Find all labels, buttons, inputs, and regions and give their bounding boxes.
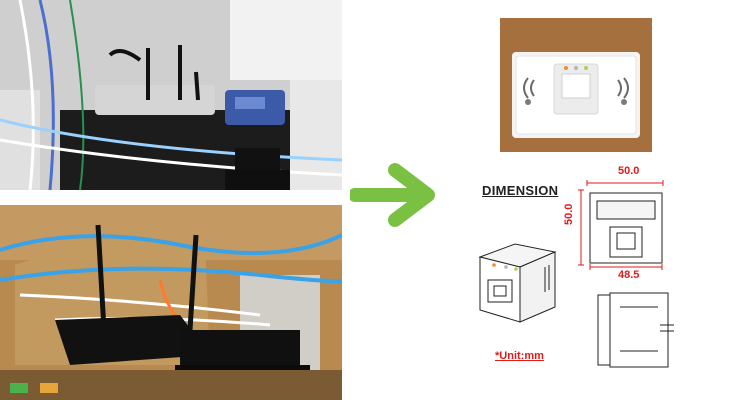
dimension-height-left: 50.0 (563, 203, 575, 225)
wall-device-photo (500, 18, 652, 152)
network-cabinet-photo (0, 0, 342, 190)
module-isometric-drawing (478, 243, 557, 323)
dimension-title: DIMENSION (482, 183, 559, 198)
router-shelf-photo (0, 205, 342, 400)
wall-plate-icon (500, 18, 652, 152)
router-shelf-illustration (0, 205, 342, 400)
unit-note: *Unit:mm (495, 350, 544, 362)
dimension-width-bottom: 48.5 (618, 269, 640, 281)
network-cabinet-illustration (0, 0, 342, 190)
green-arrow-icon (350, 163, 435, 227)
module-front-view (578, 180, 664, 270)
dimension-width-top: 50.0 (618, 165, 640, 177)
module-side-view (597, 292, 674, 368)
